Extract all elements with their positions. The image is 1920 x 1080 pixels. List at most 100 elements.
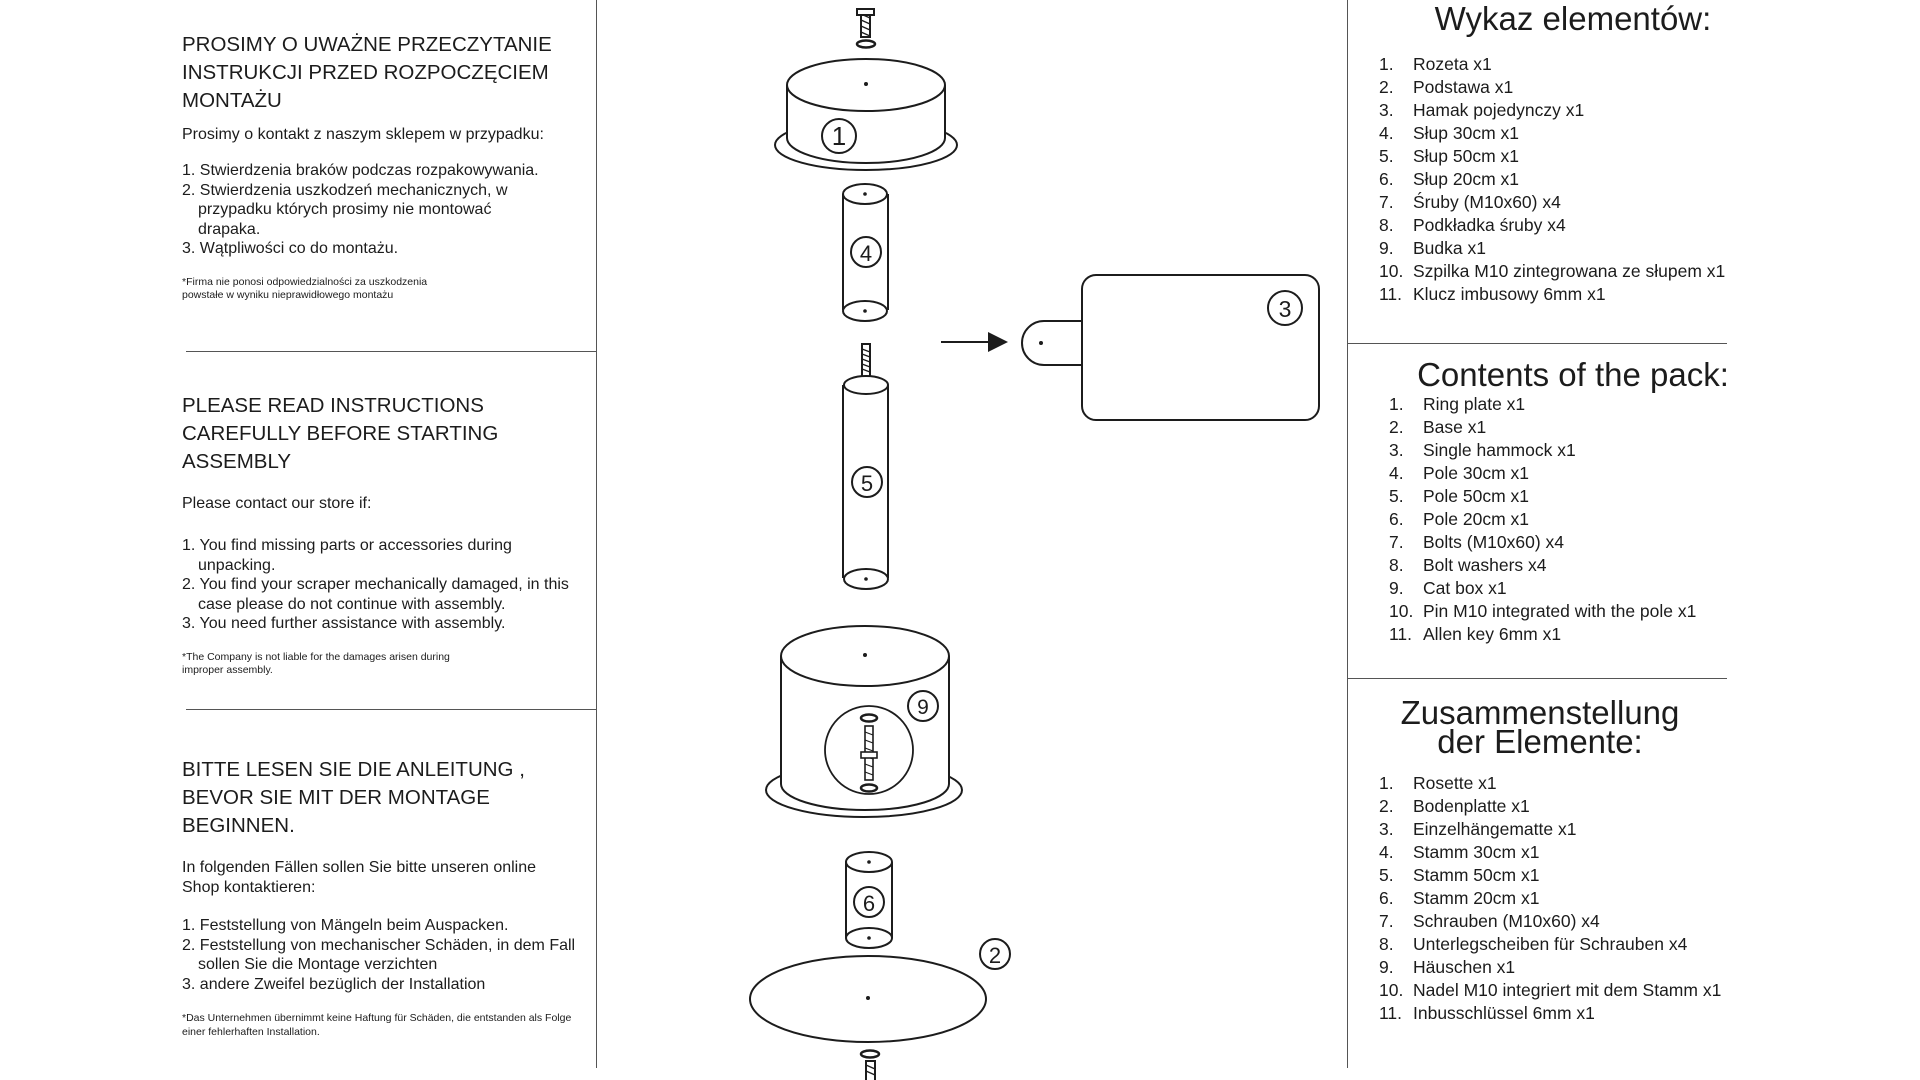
item-number: 9. [1379, 957, 1394, 977]
list-item: 7.Bolts (M10x60) x4 [1389, 531, 1696, 554]
item-number: 11. [1379, 1003, 1403, 1023]
part-label: 4 [860, 241, 872, 266]
parts-list-title-english: Contents of the pack: [1417, 356, 1729, 393]
right-column-divider [1347, 0, 1348, 1068]
item-text: Szpilka M10 zintegrowana ze słupem x1 [1413, 261, 1726, 281]
instructions-heading: PROSIMY O UWAŻNE PRZECZYTANIE INSTRUKCJI… [182, 33, 552, 112]
item-number: 8. [1389, 555, 1404, 575]
part-label: 9 [917, 696, 929, 719]
base-part [749, 938, 1011, 1043]
list-item: 10.Szpilka M10 zintegrowana ze słupem x1 [1379, 260, 1725, 283]
item-number: 1. [1389, 394, 1404, 414]
list-item: 3.Hamak pojedynczy x1 [1379, 99, 1725, 122]
item-number: 1. [1379, 54, 1394, 74]
instructions-english: PLEASE READ INSTRUCTIONS CAREFULLY BEFOR… [182, 392, 602, 678]
item-text: Klucz imbusowy 6mm x1 [1413, 284, 1606, 304]
part-label: 5 [861, 471, 873, 496]
list-item: 1.Rosette x1 [1379, 772, 1721, 795]
item-text: Rozeta x1 [1413, 54, 1492, 74]
list-item: 11. Allen key 6mm x1 [1389, 623, 1696, 646]
liability-note: *Firma nie ponosi odpowiedzialności za u… [182, 275, 428, 302]
item-text: Bodenplatte x1 [1413, 796, 1530, 816]
item-text: Allen key 6mm x1 [1423, 624, 1562, 644]
item-text: Pin M10 integrated with the pole x1 [1423, 601, 1697, 621]
item-number: 5. [1379, 146, 1394, 166]
part-label: 3 [1279, 296, 1292, 322]
list-item: 2. Podstawa x1 [1379, 76, 1725, 99]
item-number: 10. [1379, 980, 1404, 1000]
cat-box-part [765, 625, 963, 818]
list-item: 2. Base x1 [1389, 416, 1696, 439]
item-number: 3. [1379, 100, 1394, 120]
item-number: 3. [1379, 819, 1394, 839]
parts-list-german: 1.Rosette x1 2.Bodenplatte x1 3. Einzelhä… [1379, 772, 1721, 1025]
list-item: 1. Feststellung von Mängeln beim Auspack… [182, 917, 509, 934]
top-bolt [855, 8, 877, 49]
item-text: Stamm 30cm x1 [1413, 842, 1540, 862]
list-item: 4. Stamm 30cm x1 [1379, 841, 1721, 864]
item-number: 8. [1379, 215, 1394, 235]
issues-list: 1. Feststellung von Mängeln beim Auspack… [182, 916, 587, 994]
list-item: 9.Budka x1 [1379, 237, 1725, 260]
instructions-intro: In folgenden Fällen sollen Sie bitte uns… [182, 859, 537, 896]
list-item: 11. Klucz imbusowy 6mm x1 [1379, 283, 1725, 306]
pole-50cm-part [842, 343, 889, 590]
item-text: Podstawa x1 [1413, 77, 1514, 97]
instructions-intro: Please contact our store if: [182, 495, 372, 512]
item-text: Schrauben (M10x60) x4 [1413, 911, 1600, 931]
item-text: Häuschen x1 [1413, 957, 1516, 977]
item-number: 6. [1389, 509, 1404, 529]
item-text: Śruby (M10x60) x4 [1413, 192, 1561, 212]
item-text: Nadel M10 integriert mit dem Stamm x1 [1413, 980, 1722, 1000]
item-number: 8. [1379, 934, 1394, 954]
part-label: 1 [832, 121, 846, 151]
item-number: 11. [1379, 284, 1403, 304]
item-text: Słup 30cm x1 [1413, 123, 1520, 143]
item-number: 9. [1389, 578, 1404, 598]
bottom-bolt [859, 1049, 881, 1080]
item-number: 11. [1389, 624, 1413, 644]
list-item: 3. Wątpliwości co do montażu. [182, 240, 399, 257]
item-number: 5. [1379, 865, 1394, 885]
item-text: Stamm 20cm x1 [1413, 888, 1540, 908]
instructions-heading: PLEASE READ INSTRUCTIONS CAREFULLY BEFOR… [182, 394, 499, 473]
part-label: 6 [863, 891, 875, 916]
list-item: 2.Bodenplatte x1 [1379, 795, 1721, 818]
list-item: 1. Rozeta x1 [1379, 53, 1725, 76]
instructions-german: BITTE LESEN SIE DIE ANLEITUNG , BEVOR SI… [182, 756, 602, 1039]
hammock-part [1021, 274, 1320, 421]
item-text: Base x1 [1423, 417, 1487, 437]
item-text: Einzelhängematte x1 [1413, 819, 1577, 839]
list-item: 2. Feststellung von mechanischer Schäden… [182, 936, 576, 974]
instructions-intro: Prosimy o kontakt z naszym sklepem w prz… [182, 126, 544, 143]
list-item: 3. Einzelhängematte x1 [1379, 818, 1721, 841]
left-column-divider [596, 0, 597, 1068]
list-item: 6. Słup 20cm x1 [1379, 168, 1725, 191]
part-label: 2 [989, 943, 1001, 968]
item-number: 1. [1379, 773, 1394, 793]
item-number: 7. [1379, 192, 1394, 212]
list-item: 2. You find your scraper mechanically da… [182, 576, 569, 613]
item-text: Pole 20cm x1 [1423, 509, 1530, 529]
item-text: Stamm 50cm x1 [1413, 865, 1540, 885]
item-number: 6. [1379, 169, 1394, 189]
pole-30cm-part [842, 183, 889, 322]
item-text: Unterlegscheiben für Schrauben x4 [1413, 934, 1688, 954]
item-text: Single hammock x1 [1423, 440, 1576, 460]
right-section-divider-2 [1347, 678, 1727, 679]
item-text: Słup 20cm x1 [1413, 169, 1520, 189]
list-item: 2. Stwierdzenia uszkodzeń mechanicznych,… [182, 181, 508, 238]
list-item: 1. You find missing parts or accessories… [182, 537, 512, 574]
parts-list-title-german: Zusammenstellung der Elemente: [1400, 694, 1680, 760]
item-text: Ring plate x1 [1423, 394, 1526, 414]
item-number: 4. [1379, 842, 1394, 862]
direction-arrow [941, 332, 1008, 352]
item-number: 2. [1389, 417, 1404, 437]
item-number: 4. [1389, 463, 1404, 483]
item-number: 2. [1379, 77, 1394, 97]
list-item: 10. Nadel M10 integriert mit dem Stamm x1 [1379, 979, 1721, 1002]
list-item: 5. Stamm 50cm x1 [1379, 864, 1721, 887]
parts-list-english: 1. Ring plate x1 2. Base x1 3. Single hammo… [1389, 393, 1696, 646]
item-number: 3. [1389, 440, 1404, 460]
